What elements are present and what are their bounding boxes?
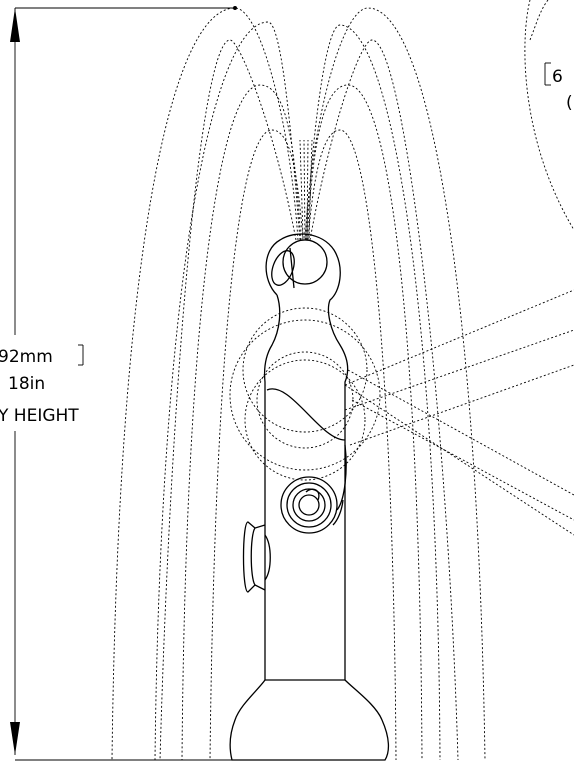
right-dimension (524, 0, 574, 231)
spiral-mark (280, 444, 347, 534)
side-knob (242, 521, 271, 593)
arrow-down-icon (10, 722, 20, 755)
arrow-up-icon (10, 8, 20, 42)
sprinkler-head (265, 233, 349, 680)
right-dim-imperial: ( (566, 93, 573, 113)
sprinkler-base (229, 679, 390, 761)
reference-point (233, 6, 237, 10)
rotation-circles (229, 307, 381, 481)
dim-imperial: 18in (8, 374, 45, 394)
nozzle-eye (282, 239, 328, 285)
right-dim-metric: 6 (552, 67, 563, 87)
side-spray-lines (344, 289, 574, 536)
metric-bracket (78, 344, 84, 366)
sprinkler-body (229, 233, 390, 761)
spray-arcs (111, 7, 486, 761)
dim-metric: 92mm (0, 347, 53, 367)
label-backdrop (0, 335, 118, 431)
nozzle-jets (299, 139, 313, 239)
dim-label: Y HEIGHT (0, 406, 79, 426)
